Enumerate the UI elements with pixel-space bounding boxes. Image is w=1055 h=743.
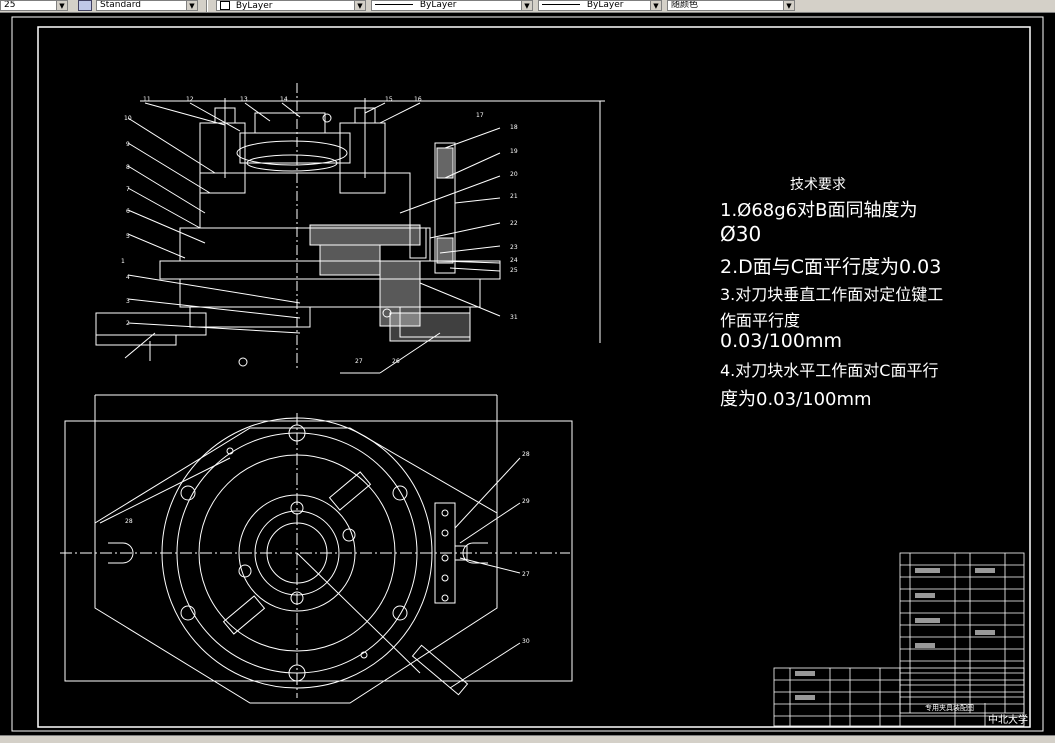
dim-style-dropdown[interactable]: 25 ▼: [0, 0, 68, 11]
callout-12: 12: [186, 96, 194, 103]
tech-req-1b: Ø30: [720, 222, 762, 246]
chevron-down-icon: ▼: [186, 1, 197, 10]
callout-1: 1: [121, 258, 125, 265]
properties-toolbar: 25 ▼ Standard ▼ ByLayer ▼ ByLayer ▼ ByLa…: [0, 0, 1055, 13]
sheet-inner-border: [37, 26, 1031, 728]
callout-20: 20: [510, 171, 518, 178]
tech-req-4: 4.对刀块水平工作面对C面平行: [720, 361, 939, 380]
callout-27: 27: [355, 358, 363, 365]
tech-req-title: 技术要求: [790, 177, 846, 193]
chevron-down-icon: ▼: [783, 1, 794, 10]
callout-21: 21: [510, 193, 518, 200]
callout-15: 15: [385, 96, 393, 103]
callout-6: 6: [126, 208, 130, 215]
callout-22: 22: [510, 220, 518, 227]
tech-req-3b: 作面平行度: [720, 311, 801, 330]
top-plan-view: [60, 394, 573, 704]
callout-3: 3: [126, 298, 130, 305]
toolbar-separator: [206, 0, 208, 12]
layer-control-dropdown[interactable]: ByLayer ▼: [216, 0, 366, 11]
plot-style-value: 随颜色: [671, 0, 699, 10]
text-style-value: Standard: [100, 0, 141, 10]
callout-9: 9: [126, 141, 130, 148]
callout-13: 13: [240, 96, 248, 103]
chevron-down-icon: ▼: [56, 1, 67, 10]
callout-25: 25: [510, 267, 518, 274]
callout-24: 24: [510, 257, 518, 264]
chevron-down-icon: ▼: [650, 1, 661, 10]
callout-2: 2: [126, 320, 130, 327]
callout-10: 10: [124, 115, 132, 122]
lineweight-dropdown[interactable]: ByLayer ▼: [538, 0, 662, 11]
callout-17: 17: [476, 112, 484, 119]
plot-style-dropdown[interactable]: 随颜色 ▼: [667, 0, 795, 11]
tech-req-1: 1.Ø68g6对B面同轴度为: [720, 200, 918, 221]
callout-19: 19: [510, 148, 518, 155]
callout-27-top: 27: [522, 571, 530, 578]
layer-color-swatch: [220, 1, 230, 10]
tech-req-3: 3.对刀块垂直工作面对定位键工: [720, 285, 944, 304]
text-style-dropdown[interactable]: Standard ▼: [96, 0, 198, 11]
top-view-callouts: 28 28 29 27 30: [125, 451, 530, 645]
callout-16: 16: [414, 96, 422, 103]
chevron-down-icon: ▼: [521, 1, 532, 10]
linetype-value: ByLayer: [419, 0, 457, 10]
front-view-callouts: 1 2 3 4 5 6 7 8 9 10 11 12 13 14 15 16 1…: [121, 96, 518, 365]
callout-11: 11: [143, 96, 151, 103]
title-block: [773, 552, 1025, 727]
tech-req-4b: 度为0.03/100mm: [720, 389, 872, 410]
sheet-outer-border: [11, 16, 1044, 732]
text-style-icon[interactable]: [78, 0, 92, 11]
linetype-sample: [375, 4, 413, 5]
callout-30: 30: [522, 638, 530, 645]
drawing-canvas[interactable]: 1 2 3 4 5 6 7 8 9 10 11 12 13 14 15 16 1…: [0, 13, 1055, 735]
layer-value: ByLayer: [235, 1, 273, 11]
tech-req-3c: 0.03/100mm: [720, 330, 842, 352]
callout-18: 18: [510, 124, 518, 131]
callout-29: 29: [522, 498, 530, 505]
tech-req-2: 2.D面与C面平行度为0.03: [720, 256, 942, 278]
callout-5: 5: [126, 233, 130, 240]
lineweight-sample: [542, 4, 580, 5]
callout-31: 31: [510, 314, 518, 321]
lineweight-value: ByLayer: [586, 0, 624, 10]
callout-8: 8: [126, 164, 130, 171]
callout-7: 7: [126, 186, 130, 193]
dim-style-value: 25: [4, 0, 16, 10]
title-block-school: 中北大学: [988, 713, 1028, 726]
callout-28-left: 28: [125, 518, 133, 525]
front-section-view: [95, 83, 605, 374]
status-strip: [0, 735, 1055, 743]
callout-14: 14: [280, 96, 288, 103]
title-block-drawing-name: 专用夹具装配图: [925, 703, 974, 712]
callout-4: 4: [126, 274, 130, 281]
linetype-dropdown[interactable]: ByLayer ▼: [371, 0, 533, 11]
callout-26: 26: [392, 358, 400, 365]
callout-28-right: 28: [522, 451, 530, 458]
chevron-down-icon: ▼: [354, 1, 365, 10]
callout-23: 23: [510, 244, 518, 251]
